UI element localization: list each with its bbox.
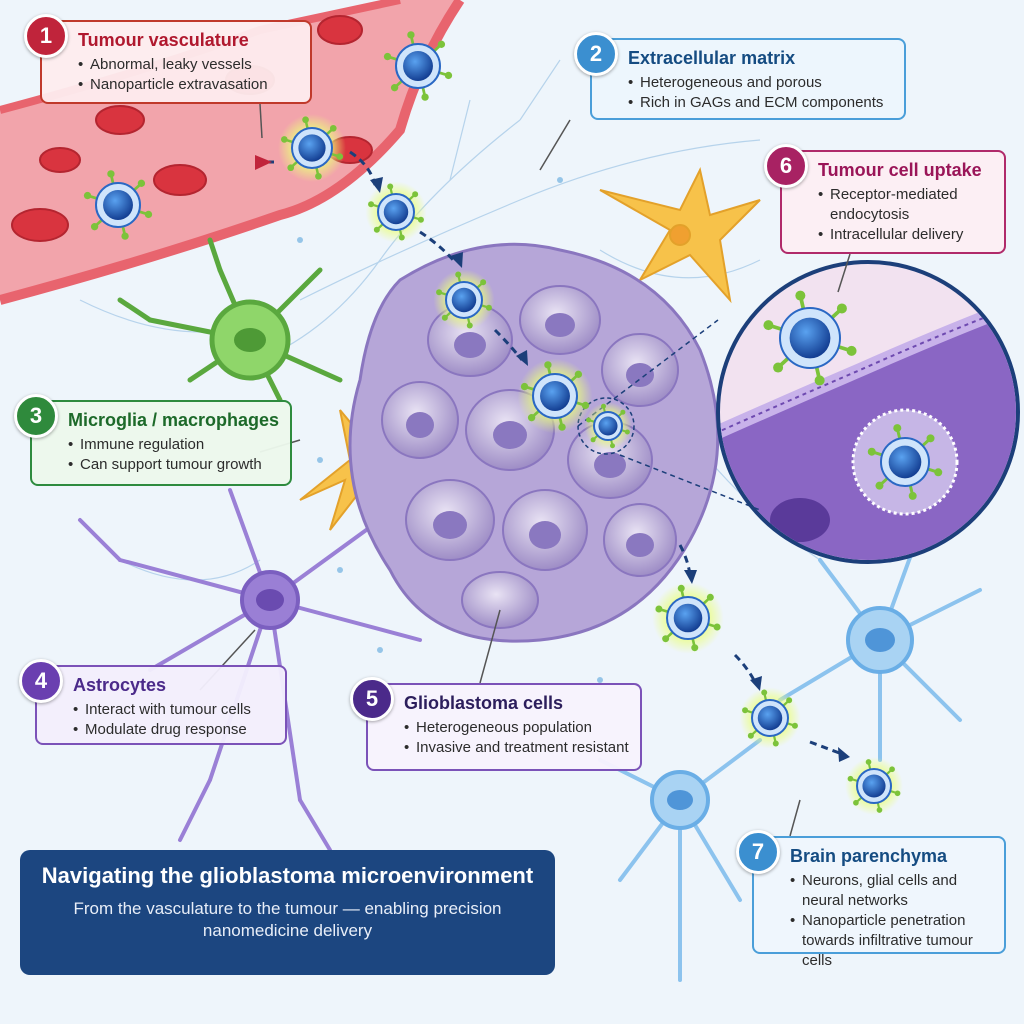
callout-astrocytes: 4 Astrocytes Interact with tumour cells … — [19, 659, 287, 745]
callout-bullet: Heterogeneous population — [404, 718, 630, 738]
callout-title: Microglia / macrophages — [68, 410, 280, 430]
leader-lines — [199, 103, 851, 837]
callout-title: Brain parenchyma — [790, 846, 948, 866]
nanoparticle — [365, 181, 427, 243]
glioblastoma-tumour-mass — [348, 242, 720, 643]
nanoparticle — [83, 170, 153, 240]
callout-bullet: Abnormal, leaky vessels — [78, 55, 300, 75]
nanoparticle — [739, 687, 801, 749]
main-title: Navigating the glioblastoma microenviron… — [41, 863, 534, 888]
extravasation-arrow — [255, 155, 272, 170]
nanoparticle — [652, 582, 724, 654]
callout-bullet: Nanoparticle penetration towards infiltr… — [790, 911, 994, 971]
step-number-badge: 1 — [24, 14, 68, 58]
nanoparticle — [763, 290, 857, 386]
arrow-heads — [370, 177, 850, 762]
callout-tumour-vasculature: 1 Tumour vasculature Abnormal, leaky ves… — [24, 14, 312, 104]
callout-title: Tumour vasculature — [78, 30, 249, 50]
purple-astrocyte — [78, 488, 422, 852]
step-number-badge: 3 — [14, 394, 58, 438]
nanoparticle — [845, 757, 903, 815]
nanoparticle — [517, 358, 593, 434]
microglia-cell — [117, 237, 343, 403]
nanoparticles — [83, 31, 943, 815]
callout-title: Astrocytes — [73, 675, 167, 695]
tumour-cell-nuclei — [406, 313, 654, 557]
callout-microglia-macrophages: 3 Microglia / macrophages Immune regulat… — [14, 394, 292, 486]
callout-bullet: Modulate drug response — [73, 720, 275, 740]
neuron-bottom — [598, 738, 762, 982]
callout-bullet: Nanoparticle extravasation — [78, 75, 300, 95]
callout-bullet: Rich in GAGs and ECM components — [628, 93, 894, 113]
callout-tumour-cell-uptake: 6 Tumour cell uptake Receptor-mediated e… — [764, 144, 1006, 254]
callout-title: Glioblastoma cells — [404, 693, 564, 713]
callout-bullet: Intracellular delivery — [818, 225, 994, 245]
callout-bullet: Neurons, glial cells and neural networks — [790, 871, 994, 911]
callout-glioblastoma-cells: 5 Glioblastoma cells Heterogeneous popul… — [350, 677, 642, 771]
callout-bullet: Can support tumour growth — [68, 455, 280, 475]
nanoparticle — [433, 269, 495, 331]
step-number-badge: 6 — [764, 144, 808, 188]
callout-bullet: Heterogeneous and porous — [628, 73, 894, 93]
nanoparticle — [278, 114, 346, 182]
callout-extracellular-matrix: 2 Extracellular matrix Heterogeneous and… — [574, 32, 906, 120]
nanoparticle — [383, 31, 453, 101]
nanoparticle — [584, 402, 632, 450]
callout-title: Tumour cell uptake — [818, 160, 982, 180]
step-number-badge: 2 — [574, 32, 618, 76]
callout-bullet: Receptor-mediated endocytosis — [818, 185, 994, 225]
neuron-right — [778, 528, 982, 762]
step-number-badge: 5 — [350, 677, 394, 721]
step-number-badge: 7 — [736, 830, 780, 874]
nanoparticle — [867, 424, 943, 500]
callout-title: Extracellular matrix — [628, 48, 796, 68]
callout-bullet: Interact with tumour cells — [73, 700, 275, 720]
callout-brain-parenchyma: 7 Brain parenchyma Neurons, glial cells … — [736, 830, 1006, 969]
callout-bullet: Immune regulation — [68, 435, 280, 455]
title-panel: Navigating the glioblastoma microenviron… — [20, 850, 555, 975]
callout-bullet: Invasive and treatment resistant — [404, 738, 630, 758]
yellow-astrocyte-top — [599, 167, 761, 304]
step-number-badge: 4 — [19, 659, 63, 703]
subtitle: From the vasculature to the tumour — ena… — [73, 899, 502, 940]
